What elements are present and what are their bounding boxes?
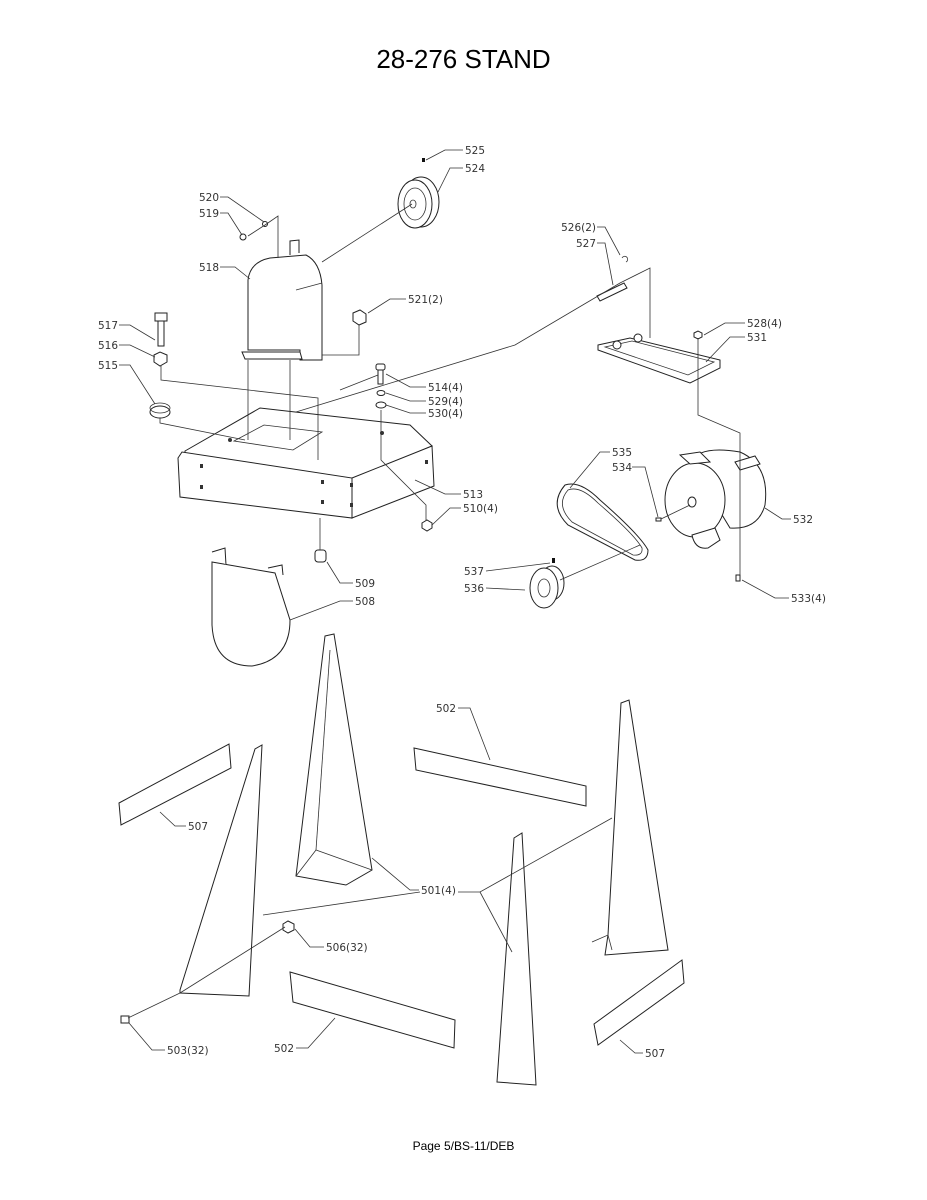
label-532: 532: [793, 514, 813, 526]
part-503-bolt: [120, 1015, 130, 1024]
label-503: 503(32): [167, 1045, 209, 1057]
part-501-leg-c: [496, 832, 537, 1086]
label-506: 506(32): [326, 942, 368, 954]
label-502-b: 502: [274, 1043, 294, 1055]
part-531-motor-plate: [597, 333, 721, 384]
label-514: 514(4): [428, 382, 463, 394]
label-518: 518: [199, 262, 219, 274]
part-534-key: [655, 517, 662, 522]
part-524-pulley: [397, 158, 440, 229]
part-530-washer: [375, 401, 387, 409]
part-521-nut: [352, 309, 367, 326]
label-513: 513: [463, 489, 483, 501]
part-502-rail-a: [413, 747, 587, 807]
part-508-lower-guard: [211, 547, 291, 667]
part-535-v-belt: [556, 483, 649, 561]
part-507-rail-a: [118, 743, 232, 826]
assembly-lines: [127, 203, 741, 1019]
part-537-setscrew: [552, 558, 555, 563]
part-labels: 525 524 520 519 518 521(2) 517 516 515 5…: [98, 145, 826, 1060]
label-520: 520: [199, 192, 219, 204]
part-527-hinge-rod: [596, 282, 628, 302]
label-530: 530(4): [428, 408, 463, 420]
leader-lines: [119, 149, 791, 1054]
part-510-nut: [421, 519, 433, 532]
part-519-screw: [239, 233, 247, 241]
label-510: 510(4): [463, 503, 498, 515]
label-509: 509: [355, 578, 375, 590]
label-533: 533(4): [791, 593, 826, 605]
label-517: 517: [98, 320, 118, 332]
label-528: 528(4): [747, 318, 782, 330]
part-509-bushing: [314, 549, 327, 563]
label-516: 516: [98, 340, 118, 352]
label-536: 536: [464, 583, 484, 595]
page-footer: Page 5/BS-11/DEB: [412, 1139, 515, 1153]
label-501: 501(4): [421, 885, 456, 897]
label-529: 529(4): [428, 396, 463, 408]
part-518-belt-guard: [241, 239, 323, 361]
label-515: 515: [98, 360, 118, 372]
label-527: 527: [576, 238, 596, 250]
label-526: 526(2): [561, 222, 596, 234]
part-536-motor-pulley: [529, 558, 565, 609]
part-501-leg-a: [295, 633, 373, 886]
part-507-rail-b: [593, 959, 685, 1046]
page-title: 28-276 STAND: [376, 44, 551, 74]
part-517-bolt: [154, 312, 168, 347]
part-525-setscrew: [422, 158, 425, 162]
part-513-motor-base: [177, 407, 435, 519]
part-506-nut: [282, 920, 295, 934]
label-525: 525: [465, 145, 485, 157]
label-537: 537: [464, 566, 484, 578]
part-502-rail-b: [289, 971, 456, 1049]
label-535: 535: [612, 447, 632, 459]
part-520-washer: [262, 221, 268, 227]
part-514-bolt: [375, 363, 386, 385]
part-533-bolt: [735, 574, 741, 582]
part-516-nut: [153, 351, 168, 367]
part-515-bushing: [149, 402, 171, 419]
label-507-a: 507: [188, 821, 208, 833]
part-528-nut: [693, 330, 703, 340]
label-521: 521(2): [408, 294, 443, 306]
label-534: 534: [612, 462, 632, 474]
label-508: 508: [355, 596, 375, 608]
label-519: 519: [199, 208, 219, 220]
part-529-lockwasher: [376, 390, 386, 396]
label-507-b: 507: [645, 1048, 665, 1060]
part-501-leg-d: [591, 699, 669, 956]
part-526-retaining-ring: [621, 255, 629, 263]
part-501-leg-b: [179, 744, 263, 997]
part-532-motor: [664, 449, 767, 549]
label-524: 524: [465, 163, 485, 175]
label-502-a: 502: [436, 703, 456, 715]
label-531: 531: [747, 332, 767, 344]
